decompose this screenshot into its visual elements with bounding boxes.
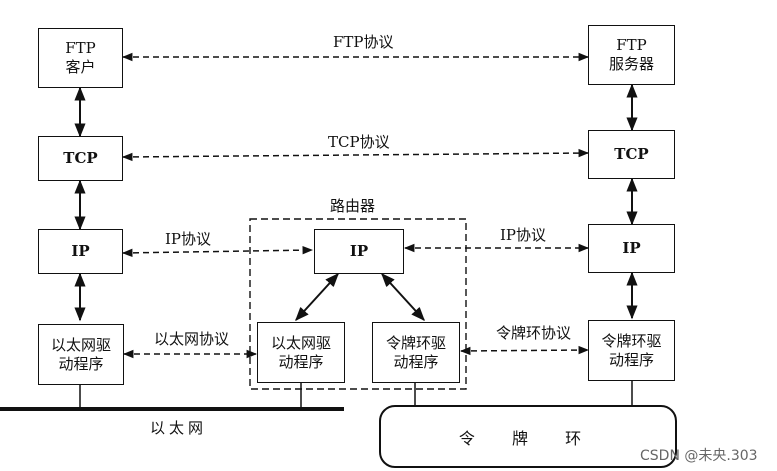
server-tcp-label: TCP xyxy=(614,145,649,163)
ip-protocol-left-arrow xyxy=(121,245,314,258)
router-title: 路由器 xyxy=(330,197,376,215)
router-ip-label: IP xyxy=(349,242,369,260)
ethernet-label: 以太网 xyxy=(150,419,208,437)
tcp-protocol-arrow xyxy=(121,148,590,162)
server-tcp-box: TCP xyxy=(588,130,675,179)
ip-protocol-left-label: IP协议 xyxy=(165,230,212,248)
tcp-protocol-label: TCP协议 xyxy=(328,133,390,151)
token-ring-network: 令 牌 环 xyxy=(379,405,677,468)
server-ftp-line1: FTP xyxy=(616,36,647,54)
router-tr-driver-line1: 令牌环驱 xyxy=(385,333,446,352)
watermark: CSDN @未央.303 xyxy=(640,448,758,464)
client-tcp-box: TCP xyxy=(38,136,123,181)
ip-protocol-right-label: IP协议 xyxy=(500,226,547,244)
client-eth-driver-line1: 以太网驱 xyxy=(50,335,111,354)
router-ip-box: IP xyxy=(314,229,404,274)
client-eth-driver-line2: 动程序 xyxy=(58,354,104,373)
server-token-ring-driver-box: 令牌环驱 动程序 xyxy=(588,320,675,381)
token-ring-protocol-label: 令牌环协议 xyxy=(496,324,572,342)
router-boundary xyxy=(249,218,467,390)
token-ring-label: 令 牌 环 xyxy=(458,428,598,448)
server-tr-driver-line1: 令牌环驱 xyxy=(601,331,662,350)
router-ethernet-driver-box: 以太网驱 动程序 xyxy=(257,322,345,383)
server-tr-driver-line2: 动程序 xyxy=(608,350,654,369)
ethernet-protocol-label: 以太网协议 xyxy=(154,330,230,348)
router-token-ring-driver-box: 令牌环驱 动程序 xyxy=(372,322,460,383)
server-ip-label: IP xyxy=(622,239,641,257)
client-ethernet-driver-box: 以太网驱 动程序 xyxy=(38,324,124,385)
client-tcp-label: TCP xyxy=(63,149,98,167)
server-ip-box: IP xyxy=(588,224,675,273)
router-eth-driver-line2: 动程序 xyxy=(278,352,324,371)
server-ftp-line2: 服务器 xyxy=(608,55,654,73)
router-ip-tr-arrow xyxy=(381,272,425,322)
client-ftp-box: FTP 客户 xyxy=(38,28,123,88)
router-ip-eth-arrow xyxy=(295,272,339,322)
client-ip-box: IP xyxy=(38,229,123,274)
ftp-protocol-label: FTP协议 xyxy=(333,33,394,51)
router-tr-driver-line2: 动程序 xyxy=(393,352,439,371)
client-ftp-line2: 客户 xyxy=(65,58,96,76)
client-ftp-line1: FTP xyxy=(65,39,96,57)
server-ftp-box: FTP 服务器 xyxy=(588,25,675,85)
router-eth-driver-line1: 以太网驱 xyxy=(270,333,331,352)
token-ring-protocol-arrow xyxy=(459,345,590,356)
client-ip-label: IP xyxy=(71,242,90,260)
